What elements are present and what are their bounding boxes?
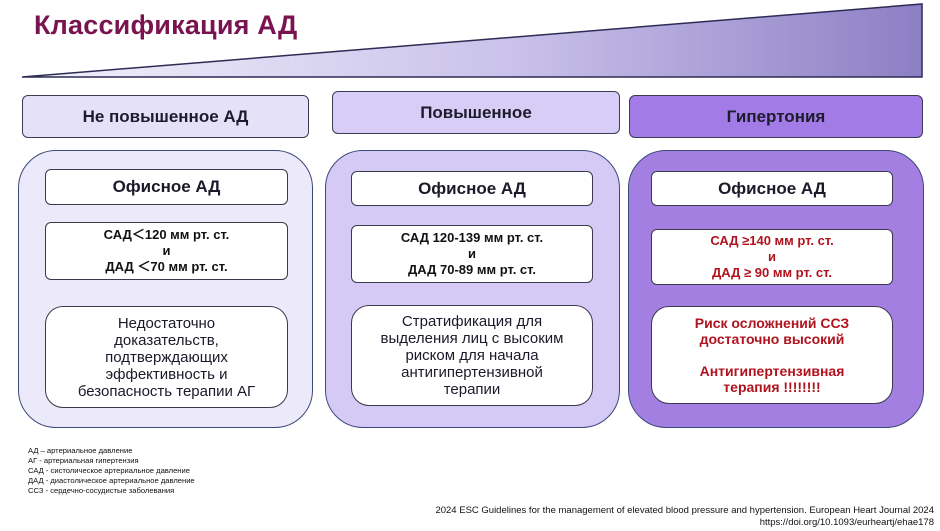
reference-citation: 2024 ESC Guidelines for the management o… [435, 505, 934, 529]
desc-line: риском для начала [405, 347, 539, 364]
sbp-value-1: САД＜120 мм рт. ст. [103, 227, 230, 242]
and-label-2: и [468, 246, 476, 261]
header-hypertension-label: Гипертония [726, 106, 826, 126]
sbp-value-2: САД 120-139 мм рт. ст. [400, 230, 544, 245]
desc-line: безопасность терапии АГ [77, 382, 256, 400]
abbreviation-item: АД – артериальное давление [28, 446, 133, 455]
desc-line: эффективность и [105, 365, 228, 383]
description-box-2: Стратификация для выделения лиц с высоки… [351, 305, 593, 406]
panel-hypertension: Офисное АД САД ≥140 мм рт. ст. и ДАД ≥ 9… [628, 150, 924, 428]
sbp-value-3: САД ≥140 мм рт. ст. [710, 233, 834, 248]
page-title: Классификация АД [34, 10, 298, 40]
desc-line: антигипертензивной [401, 364, 543, 381]
abbreviation-item: ССЗ - сердечно-сосудистые заболевания [28, 486, 175, 495]
bp-values-box-3: САД ≥140 мм рт. ст. и ДАД ≥ 90 мм рт. ст… [651, 229, 893, 285]
abbreviation-item: ДАД - диастолическое артериальное давлен… [28, 476, 195, 485]
office-bp-box-2: Офисное АД [351, 171, 593, 206]
therapy-line: терапия !!!!!!!! [723, 379, 821, 395]
bp-values-box-1: САД＜120 мм рт. ст. и ДАД ＜70 мм рт. ст. [45, 222, 288, 280]
dbp-value-2: ДАД 70-89 мм рт. ст. [408, 262, 536, 277]
abbreviation-item: САД - систолическое артериальное давлени… [28, 466, 190, 475]
and-label-1: и [162, 243, 171, 258]
bp-values-box-2: САД 120-139 мм рт. ст. и ДАД 70-89 мм рт… [351, 225, 593, 283]
desc-line: доказательств, [114, 331, 219, 349]
increasing-wedge [21, 3, 923, 78]
header-normal-bp-label: Не повышенное АД [82, 106, 249, 126]
header-elevated-bp: Повышенное [332, 91, 620, 134]
panel-elevated-bp: Офисное АД САД 120-139 мм рт. ст. и ДАД … [325, 150, 620, 428]
desc-line: терапии [443, 381, 501, 398]
office-bp-label-3: Офисное АД [718, 178, 826, 198]
office-bp-label-2: Офисное АД [418, 178, 526, 198]
dbp-value-1: ДАД ＜70 мм рт. ст. [105, 259, 228, 274]
desc-line: выделения лиц с высоким [380, 330, 564, 347]
office-bp-label-1: Офисное АД [112, 177, 221, 196]
desc-line: Недостаточно [117, 314, 216, 332]
and-label-3: и [768, 249, 776, 264]
description-box-1: Недостаточно доказательств, подтверждающ… [45, 306, 288, 408]
abbreviations-list: АД – артериальное давление АГ - артериал… [28, 446, 195, 496]
reference-title: 2024 ESC Guidelines for the management o… [435, 505, 934, 516]
office-bp-box-3: Офисное АД [651, 171, 893, 206]
panel-normal-bp: Офисное АД САД＜120 мм рт. ст. и ДАД ＜70 … [18, 150, 313, 428]
abbreviation-item: АГ - артериальная гипертензия [28, 456, 139, 465]
desc-line: подтверждающих [105, 348, 228, 366]
reference-doi: https://doi.org/10.1093/eurheartj/ehae17… [759, 517, 934, 528]
dbp-value-3: ДАД ≥ 90 мм рт. ст. [712, 265, 832, 280]
header-hypertension: Гипертония [629, 95, 923, 138]
header-elevated-bp-label: Повышенное [420, 102, 532, 122]
therapy-line: Антигипертензивная [699, 363, 845, 379]
risk-box-3: Риск осложнений ССЗ достаточно высокий А… [651, 306, 893, 404]
office-bp-box-1: Офисное АД [45, 169, 288, 205]
desc-line: Стратификация для [401, 313, 543, 330]
risk-line: Риск осложнений ССЗ [694, 315, 850, 331]
header-normal-bp: Не повышенное АД [22, 95, 309, 138]
risk-line: достаточно высокий [699, 331, 845, 347]
